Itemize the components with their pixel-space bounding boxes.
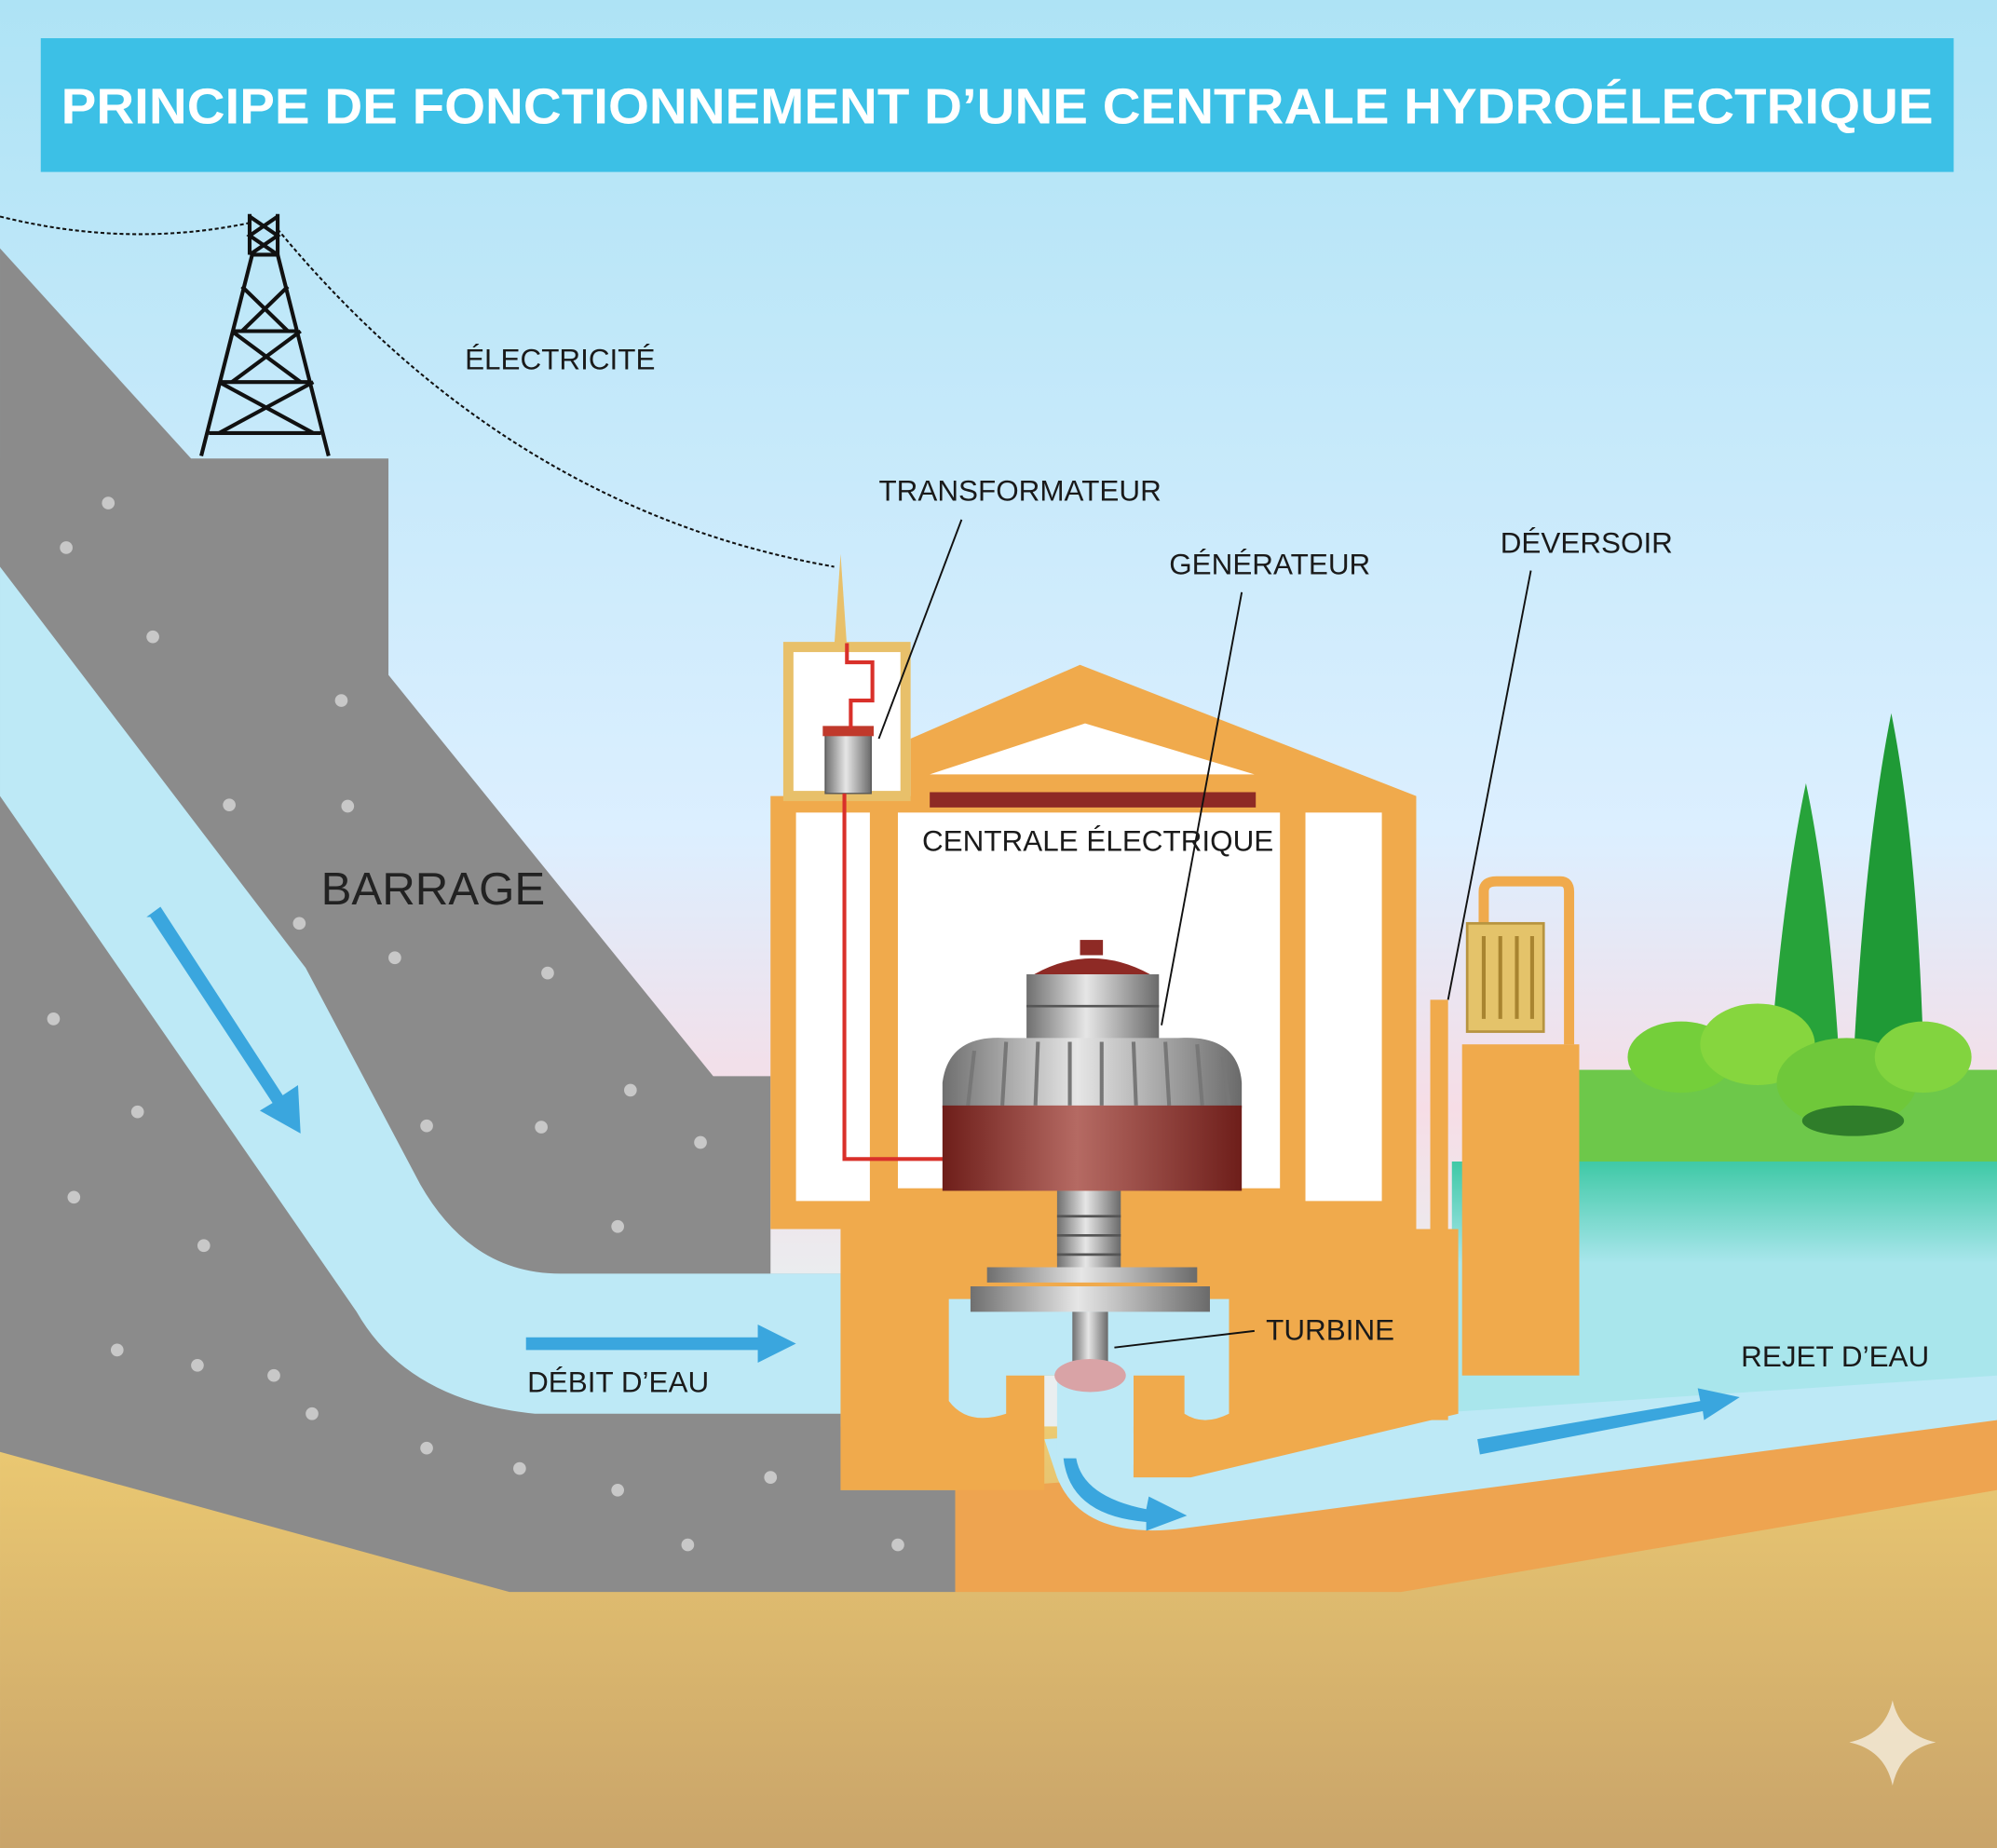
power-line (0, 215, 835, 568)
label-power-station: CENTRALE ÉLECTRIQUE (922, 824, 1273, 857)
label-generator: GÉNÉRATEUR (1169, 549, 1370, 581)
tailrace-bed (955, 1413, 1997, 1593)
flow-arrows (146, 906, 1740, 1531)
label-turbine: TURBINE (1266, 1313, 1394, 1346)
title-bar (40, 38, 1954, 172)
label-water-discharge: REJET D’EAU (1741, 1340, 1929, 1373)
label-spillway: DÉVERSOIR (1501, 526, 1673, 559)
trees (1627, 713, 1972, 1136)
turbine-runner (1054, 1358, 1126, 1393)
label-electricity: ÉLECTRICITÉ (465, 344, 655, 376)
page-title: PRINCIPE DE FONCTIONNEMENT D’UNE CENTRAL… (61, 79, 1934, 135)
sparkle-icon (1849, 1700, 1936, 1787)
label-dam: BARRAGE (321, 863, 546, 915)
dam (0, 248, 956, 1593)
label-transformer: TRANSFORMATEUR (878, 474, 1161, 507)
leader-lines (877, 519, 1532, 1349)
tailrace-water (1044, 1375, 1997, 1531)
generator (942, 940, 1243, 1393)
label-water-flow: DÉBIT D’EAU (527, 1366, 709, 1398)
dam-texture-dots (47, 496, 904, 1552)
transmission-pylon (199, 213, 331, 457)
